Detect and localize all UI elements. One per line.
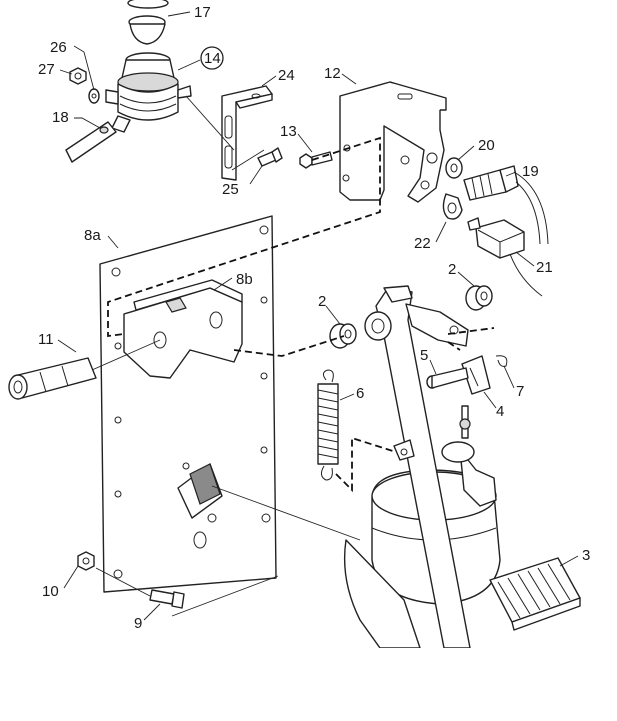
bracket-8b — [123, 279, 243, 379]
callout-20: 20 — [478, 137, 495, 154]
callout-8b: 8b — [236, 271, 253, 288]
bolt-9 — [149, 589, 185, 609]
spring-6 — [317, 369, 339, 481]
callout-10: 10 — [42, 583, 59, 600]
bushing-2-left — [329, 323, 357, 349]
bracket-12 — [339, 81, 447, 203]
callout-14-circle — [200, 46, 224, 70]
bracket-24 — [221, 85, 273, 181]
callout-4: 4 — [496, 403, 504, 420]
bushing-2-right — [465, 285, 493, 311]
callout-3: 3 — [582, 547, 590, 564]
callout-19: 19 — [522, 163, 539, 180]
callout-27: 27 — [38, 61, 55, 78]
cotter-7 — [495, 355, 508, 367]
callout-25: 25 — [222, 181, 239, 198]
bolt-25 — [257, 147, 283, 167]
callout-17: 17 — [194, 4, 211, 21]
switch-19 — [463, 165, 549, 245]
callout-12: 12 — [324, 65, 341, 82]
callout-5: 5 — [420, 347, 428, 364]
callout-11: 11 — [38, 331, 54, 348]
pedal-arm — [364, 285, 471, 648]
pedal-pad-3 — [489, 557, 581, 631]
exploded-parts-diagram: 17 14 26 27 18 24 12 13 20 19 25 8a 22 2… — [8, 0, 590, 648]
clip-22 — [442, 193, 463, 220]
callout-6: 6 — [356, 385, 364, 402]
callout-18: 18 — [52, 109, 69, 126]
callout-7: 7 — [516, 383, 524, 400]
callout-13: 13 — [280, 123, 297, 140]
push-rod — [459, 405, 471, 439]
callout-labels: 17 14 26 27 18 24 12 13 20 19 25 8a 22 2… — [38, 4, 590, 632]
callout-21: 21 — [536, 259, 553, 276]
callout-8a: 8a — [84, 227, 101, 244]
nut-10 — [77, 551, 95, 571]
callout-22: 22 — [414, 235, 431, 252]
callout-24: 24 — [278, 67, 295, 84]
callout-2-left: 2 — [318, 293, 326, 310]
callout-2-right: 2 — [448, 261, 456, 278]
pin-5 — [426, 367, 469, 389]
callout-14: 14 — [204, 50, 221, 67]
callout-26: 26 — [50, 39, 67, 56]
rubber-11 — [8, 357, 97, 400]
sensor-21 — [467, 217, 543, 297]
callout-9: 9 — [134, 615, 142, 632]
assembly-lines — [91, 95, 495, 617]
leader-lines — [57, 11, 579, 621]
washer-20 — [445, 157, 463, 179]
clevis-4 — [461, 355, 491, 395]
reservoir-assembly — [65, 0, 192, 163]
